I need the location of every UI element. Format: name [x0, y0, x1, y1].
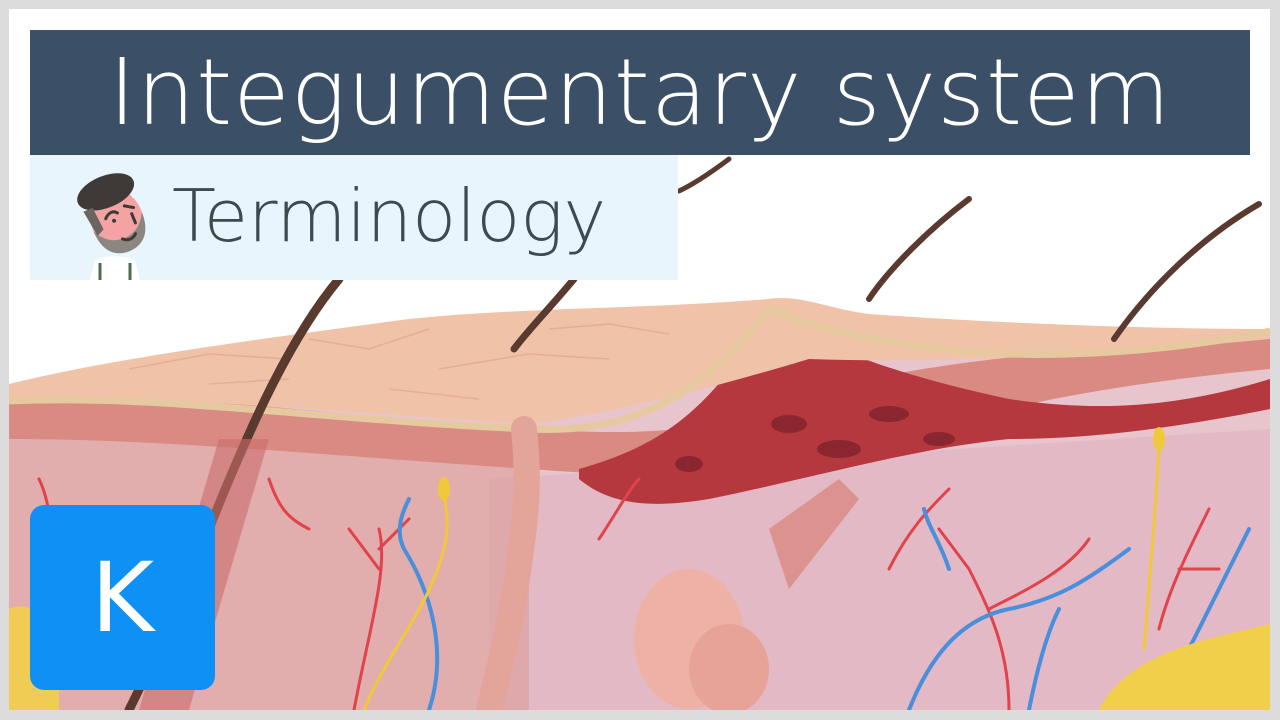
logo-letter: K — [91, 541, 154, 654]
thumbnail-frame: Integumentary system Terminology — [9, 9, 1270, 710]
title-banner: Integumentary system — [30, 30, 1250, 155]
page-title: Integumentary system — [108, 38, 1172, 146]
subtitle-box: Terminology — [30, 155, 678, 280]
cartoon-doctor-mascot-icon — [77, 173, 146, 280]
kenhub-logo: K — [30, 505, 215, 690]
subtitle-text: Terminology — [172, 174, 607, 258]
